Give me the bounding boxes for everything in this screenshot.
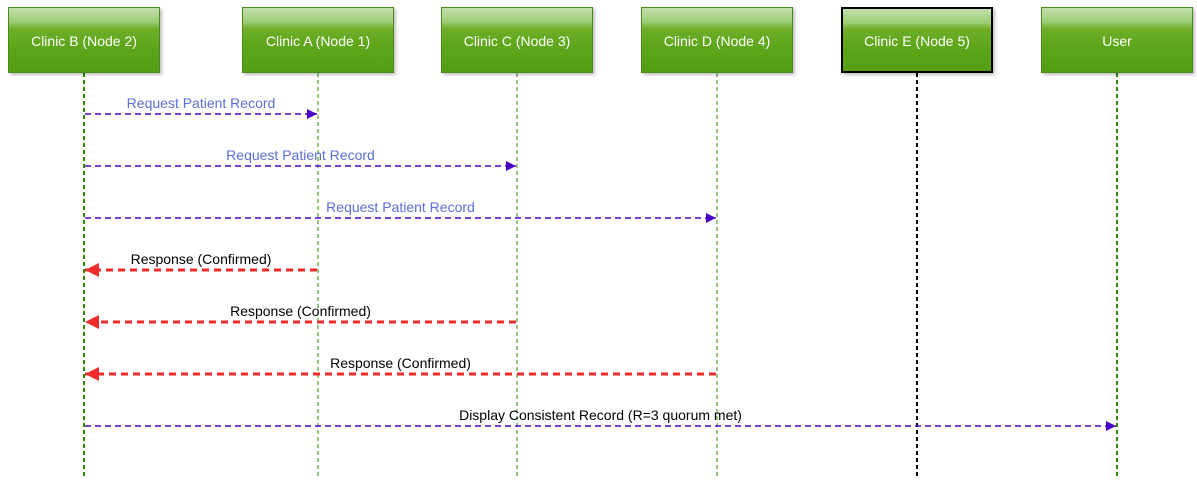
participant-clinic-c[interactable]: Clinic C (Node 3) (441, 7, 593, 73)
participant-label: Clinic B (Node 2) (31, 32, 137, 49)
participant-label: Clinic C (Node 3) (463, 32, 571, 49)
message-label-1: Request Patient Record (127, 95, 276, 111)
message-label-2: Request Patient Record (226, 147, 375, 163)
message-label-7: Display Consistent Record (R=3 quorum me… (459, 407, 742, 423)
participant-label: Clinic A (Node 1) (265, 32, 371, 49)
participant-label: Clinic D (Node 4) (663, 32, 771, 49)
participant-clinic-d[interactable]: Clinic D (Node 4) (641, 7, 793, 73)
participant-clinic-a[interactable]: Clinic A (Node 1) (242, 7, 394, 73)
message-label-5: Response (Confirmed) (230, 303, 371, 319)
message-label-3: Request Patient Record (326, 199, 475, 215)
participant-label: Clinic E (Node 5) (864, 32, 970, 49)
message-label-4: Response (Confirmed) (131, 251, 272, 267)
participant-user[interactable]: User (1041, 7, 1193, 73)
message-label-6: Response (Confirmed) (330, 355, 471, 371)
participant-clinic-e[interactable]: Clinic E (Node 5) (841, 7, 993, 73)
participant-label: User (1102, 32, 1132, 49)
participant-clinic-b[interactable]: Clinic B (Node 2) (8, 7, 160, 73)
